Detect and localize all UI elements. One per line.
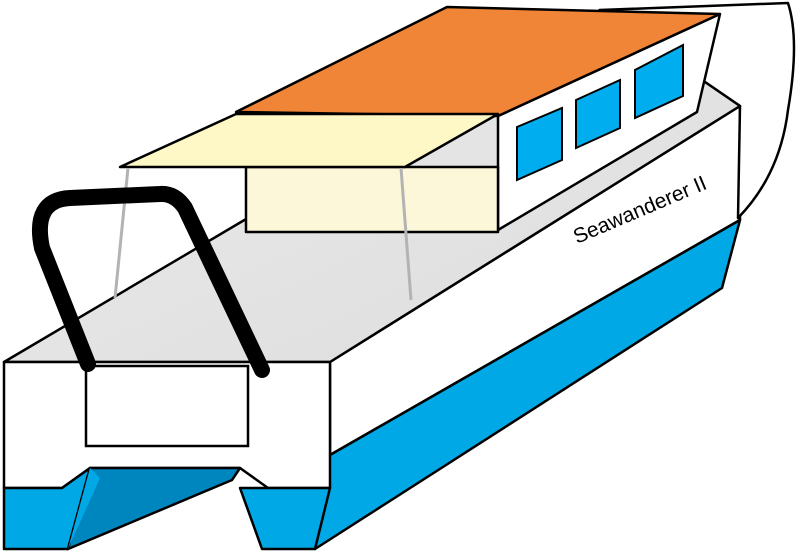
- stern-railing: [31, 185, 270, 378]
- cabin-rear-wall: [244, 165, 500, 234]
- cabin-window: [634, 43, 684, 120]
- cabin-window: [575, 78, 621, 150]
- awning-pole: [399, 167, 413, 301]
- cabin-window: [516, 106, 563, 182]
- right-pontoon-blue: [238, 486, 332, 551]
- stern-door: [84, 364, 250, 448]
- left-pontoon-front: [68, 468, 100, 549]
- awning-pole: [113, 167, 130, 299]
- awning: [118, 112, 500, 169]
- bow: [598, 1, 796, 220]
